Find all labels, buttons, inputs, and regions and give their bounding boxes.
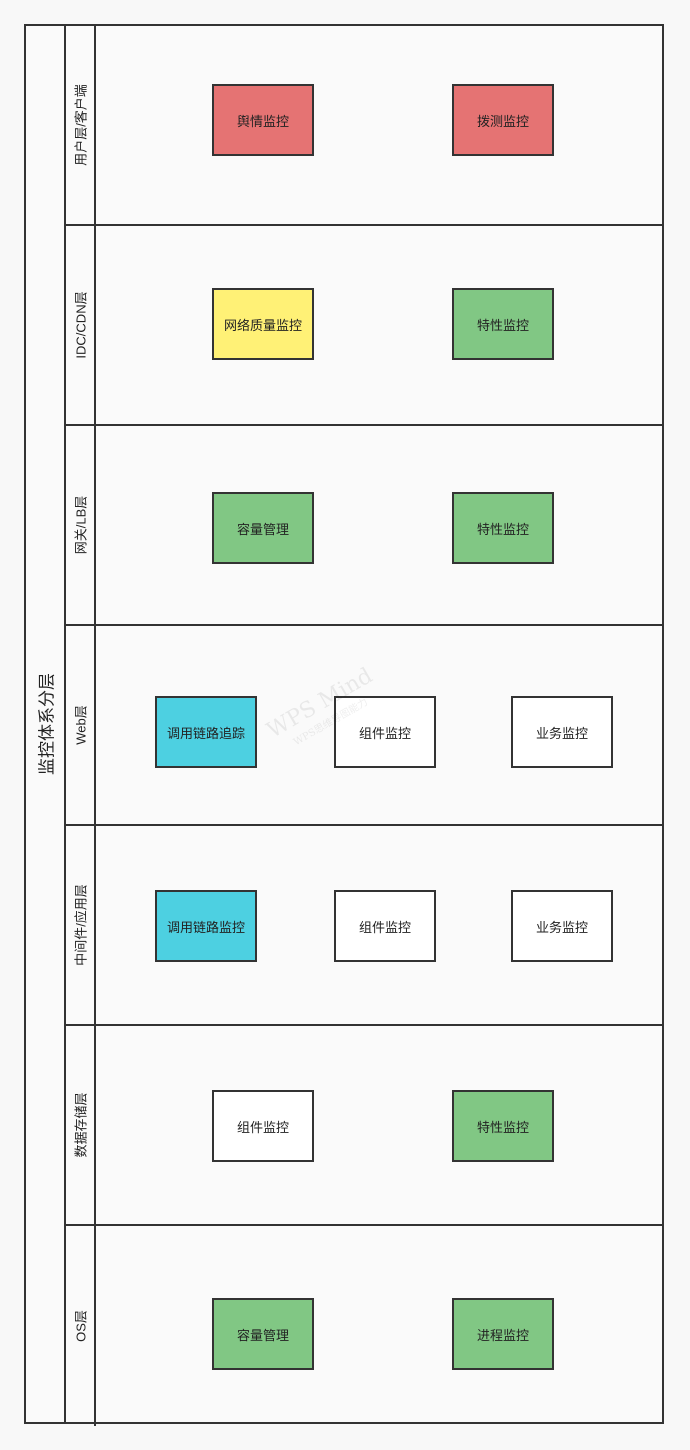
layer-label-column: IDC/CDN层 — [66, 226, 96, 424]
layer-label-column: Web层 — [66, 626, 96, 824]
monitor-node-label: 拨测监控 — [476, 113, 529, 129]
monitor-node[interactable]: 组件监控 — [212, 1090, 314, 1162]
layer-label-column: 网关/LB层 — [66, 426, 96, 624]
layer-row: IDC/CDN层 网络质量监控 特性监控 — [66, 226, 662, 426]
monitor-node-label: 容量管理 — [236, 1327, 289, 1343]
monitor-node-label: 容量管理 — [236, 521, 289, 537]
layer-label: IDC/CDN层 — [73, 291, 89, 359]
monitor-node[interactable]: 业务监控 — [511, 696, 613, 768]
layer-row: 中间件/应用层 调用链路监控 组件监控 业务监控 — [66, 826, 662, 1026]
monitor-node[interactable]: 容量管理 — [212, 1298, 314, 1370]
layer-content: 调用链路追踪 组件监控 业务监控 — [96, 626, 662, 824]
monitor-node-label: 进程监控 — [476, 1327, 529, 1343]
layer-label: Web层 — [73, 705, 89, 745]
monitor-node[interactable]: 特性监控 — [452, 288, 554, 360]
monitor-node-label: 组件监控 — [236, 1119, 289, 1135]
monitor-node[interactable]: 特性监控 — [452, 492, 554, 564]
monitor-node-label: 业务监控 — [535, 919, 588, 935]
monitor-node[interactable]: 组件监控 — [334, 696, 436, 768]
layer-row: 网关/LB层 容量管理 特性监控 — [66, 426, 662, 626]
monitor-node-label: 网络质量监控 — [223, 317, 302, 333]
layer-content: 容量管理 进程监控 — [96, 1226, 662, 1426]
layer-content: 调用链路监控 组件监控 业务监控 — [96, 826, 662, 1024]
monitor-node[interactable]: 拨测监控 — [452, 84, 554, 156]
layer-label: 中间件/应用层 — [73, 884, 89, 966]
monitor-node-label: 业务监控 — [535, 725, 588, 741]
layer-row: Web层调用链路追踪 组件监控 业务监控 — [66, 626, 662, 826]
layer-label: OS层 — [73, 1310, 89, 1342]
monitor-node-label: 调用链路追踪 — [166, 725, 245, 741]
monitor-node-label: 特性监控 — [476, 521, 529, 537]
layer-label-column: 用户层/客户端 — [66, 26, 96, 224]
monitor-node[interactable]: 舆情监控 — [212, 84, 314, 156]
layer-content: 舆情监控 拨测监控 — [96, 26, 662, 224]
layer-row: OS层容量管理 进程监控 — [66, 1226, 662, 1426]
layer-content: 组件监控 特性监控 — [96, 1026, 662, 1224]
monitor-node[interactable]: 特性监控 — [452, 1090, 554, 1162]
layer-label-column: 数据存储层 — [66, 1026, 96, 1224]
layer-label: 用户层/客户端 — [73, 84, 89, 166]
monitor-node[interactable]: 进程监控 — [452, 1298, 554, 1370]
layer-label-column: 中间件/应用层 — [66, 826, 96, 1024]
monitor-node[interactable]: 调用链路追踪 — [155, 696, 257, 768]
monitor-node-label: 组件监控 — [358, 919, 411, 935]
main-title-column: 监控体系分层 — [26, 26, 66, 1422]
layer-content: 网络质量监控 特性监控 — [96, 226, 662, 424]
monitor-node-label: 特性监控 — [476, 317, 529, 333]
monitor-node[interactable]: 业务监控 — [511, 890, 613, 962]
main-title: 监控体系分层 — [37, 673, 57, 775]
layer-label: 网关/LB层 — [73, 495, 89, 555]
monitor-node-label: 调用链路监控 — [166, 919, 245, 935]
monitor-node[interactable]: 调用链路监控 — [155, 890, 257, 962]
layer-row: 数据存储层 组件监控 特性监控 — [66, 1026, 662, 1226]
monitor-node-label: 特性监控 — [476, 1119, 529, 1135]
monitor-node-label: 舆情监控 — [236, 113, 289, 129]
monitor-node-label: 组件监控 — [358, 725, 411, 741]
layer-row: 用户层/客户端 舆情监控 拨测监控 — [66, 26, 662, 226]
layer-label: 数据存储层 — [73, 1092, 89, 1158]
monitor-node[interactable]: 组件监控 — [334, 890, 436, 962]
monitor-node[interactable]: 容量管理 — [212, 492, 314, 564]
monitor-node[interactable]: 网络质量监控 — [212, 288, 314, 360]
layer-label-column: OS层 — [66, 1226, 96, 1426]
layer-content: 容量管理 特性监控 — [96, 426, 662, 624]
